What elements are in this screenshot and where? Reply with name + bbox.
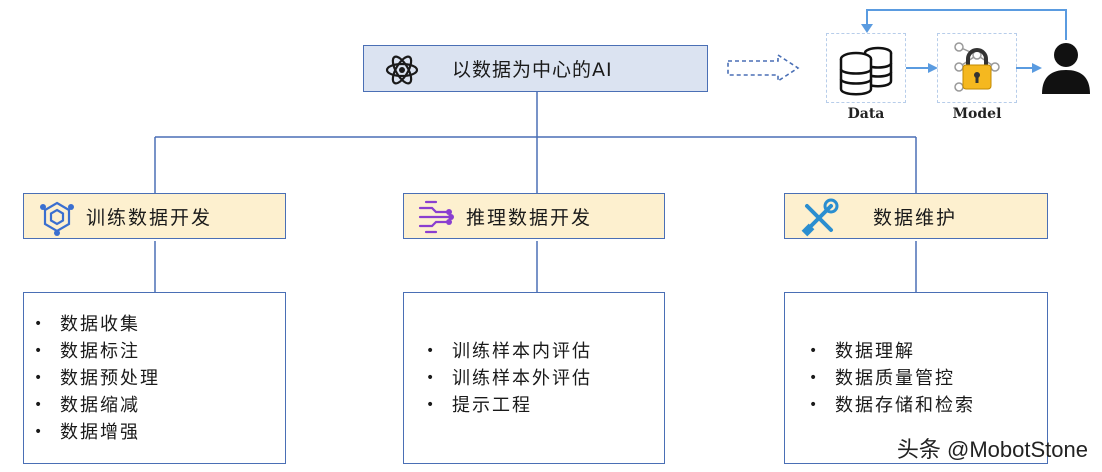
- list-item: 数据缩减: [34, 392, 160, 419]
- circuit-lines-icon: [418, 198, 456, 240]
- list-item: 数据存储和检索: [809, 392, 975, 419]
- training-data-list: 数据收集 数据标注 数据预处理 数据缩减 数据增强: [23, 292, 286, 464]
- list-item: 数据收集: [34, 311, 160, 338]
- list-item: 训练样本外评估: [426, 365, 592, 392]
- inference-data-list: 训练样本内评估 训练样本外评估 提示工程: [403, 292, 665, 464]
- database-icon: [839, 46, 893, 96]
- list-item: 数据增强: [34, 419, 160, 446]
- root-node: 以数据为中心的AI: [363, 45, 708, 92]
- model-caption: Model: [952, 106, 1002, 122]
- list-item: 训练样本内评估: [426, 338, 592, 365]
- feedback-loop-arrow: [861, 9, 1067, 40]
- data-maintenance-list: 数据理解 数据质量管控 数据存储和检索: [784, 292, 1048, 464]
- list-item: 数据预处理: [34, 365, 160, 392]
- dashed-arrow-icon: [727, 53, 800, 83]
- category-inference-data: 推理数据开发: [403, 193, 665, 239]
- category-data-maintenance: 数据维护: [784, 193, 1048, 239]
- data-node: [826, 33, 906, 103]
- root-title: 以数据为中心的AI: [452, 59, 613, 81]
- category-title: 训练数据开发: [86, 206, 213, 229]
- pipeline-arrows: [906, 63, 1042, 73]
- category-title: 推理数据开发: [466, 206, 593, 229]
- category-training-data: 训练数据开发: [23, 193, 286, 239]
- model-node: [937, 33, 1017, 103]
- locked-model-icon: [954, 42, 1000, 92]
- cube-network-icon: [38, 198, 76, 240]
- atom-icon: [384, 52, 420, 92]
- tools-icon: [799, 198, 839, 242]
- list-item: 数据理解: [809, 338, 975, 365]
- list-item: 提示工程: [426, 392, 592, 419]
- category-title: 数据维护: [873, 206, 958, 229]
- list-item: 数据质量管控: [809, 365, 975, 392]
- user-icon: [1042, 43, 1090, 94]
- watermark: 头条 @MobotStone: [896, 437, 1088, 462]
- data-caption: Data: [847, 106, 885, 122]
- list-item: 数据标注: [34, 338, 160, 365]
